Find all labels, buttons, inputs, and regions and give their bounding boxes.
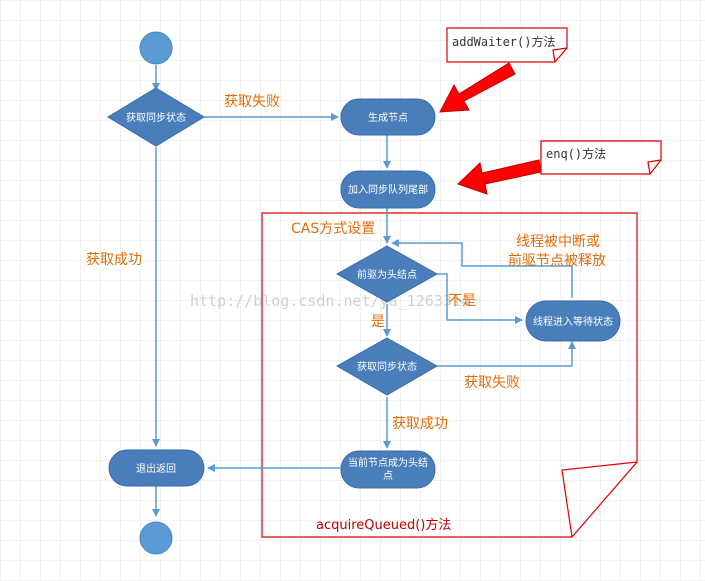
label-interrupted-line2: 前驱节点被释放 xyxy=(508,252,606,269)
label-fail-top: 获取失败 xyxy=(224,94,280,110)
pointer-arrow-enq xyxy=(457,159,542,195)
process-set-head xyxy=(340,450,436,489)
process-set-head-label-line1: 当前节点成为头结 xyxy=(348,456,428,469)
note-add-waiter-box xyxy=(446,27,568,63)
process-create-node xyxy=(340,98,436,136)
arrow-waiting-loop-back xyxy=(391,239,573,298)
process-exit-return-label: 退出返回 xyxy=(136,462,176,475)
decision-predecessor-is-head-label: 前驱为头结点 xyxy=(357,268,417,281)
decision-predecessor-is-head xyxy=(335,245,439,303)
note-enq-fold xyxy=(647,159,662,175)
arrow-sync-fail xyxy=(437,341,576,367)
pointer-arrow-add-waiter xyxy=(439,62,516,113)
start-node xyxy=(139,31,173,65)
note-enq-text: enq()方法 xyxy=(546,146,606,161)
acquire-queued-frame xyxy=(261,212,638,538)
label-yes: 是 xyxy=(371,314,385,330)
label-cas-setting: CAS方式设置 xyxy=(291,221,375,237)
end-node xyxy=(139,521,173,555)
process-enqueue-tail xyxy=(340,170,436,209)
process-set-head-label-line2: 点 xyxy=(383,470,393,482)
watermark: http://blog.csdn.net/ya_1263314 xyxy=(190,292,470,310)
process-thread-waiting-label: 线程进入等待状态 xyxy=(533,315,613,328)
note-enq-box xyxy=(540,140,662,175)
label-success-bottom: 获取成功 xyxy=(392,416,448,432)
label-fail-bottom: 获取失败 xyxy=(464,375,520,391)
label-not: 不是 xyxy=(448,293,476,309)
process-thread-waiting xyxy=(525,300,621,342)
note-add-waiter-fold xyxy=(552,47,568,63)
acquire-queued-fold xyxy=(561,461,638,538)
decision-get-sync-state-2 xyxy=(335,337,439,396)
label-interrupted-line1: 线程被中断或 xyxy=(516,234,600,250)
decision-get-sync-state-2-label: 获取同步状态 xyxy=(357,360,417,373)
decision-get-sync-state-1-label: 获取同步状态 xyxy=(126,111,186,124)
arrow-predecessor-no xyxy=(437,273,523,324)
note-add-waiter-text: addWaiter()方法 xyxy=(452,34,555,49)
label-acquire-queued: acquireQueued()方法 xyxy=(316,517,451,533)
process-enqueue-tail-label: 加入同步队列尾部 xyxy=(348,183,428,196)
process-exit-return xyxy=(108,449,205,487)
label-success-left: 获取成功 xyxy=(86,252,142,268)
process-create-node-label: 生成节点 xyxy=(368,111,408,124)
decision-get-sync-state-1 xyxy=(107,87,205,147)
